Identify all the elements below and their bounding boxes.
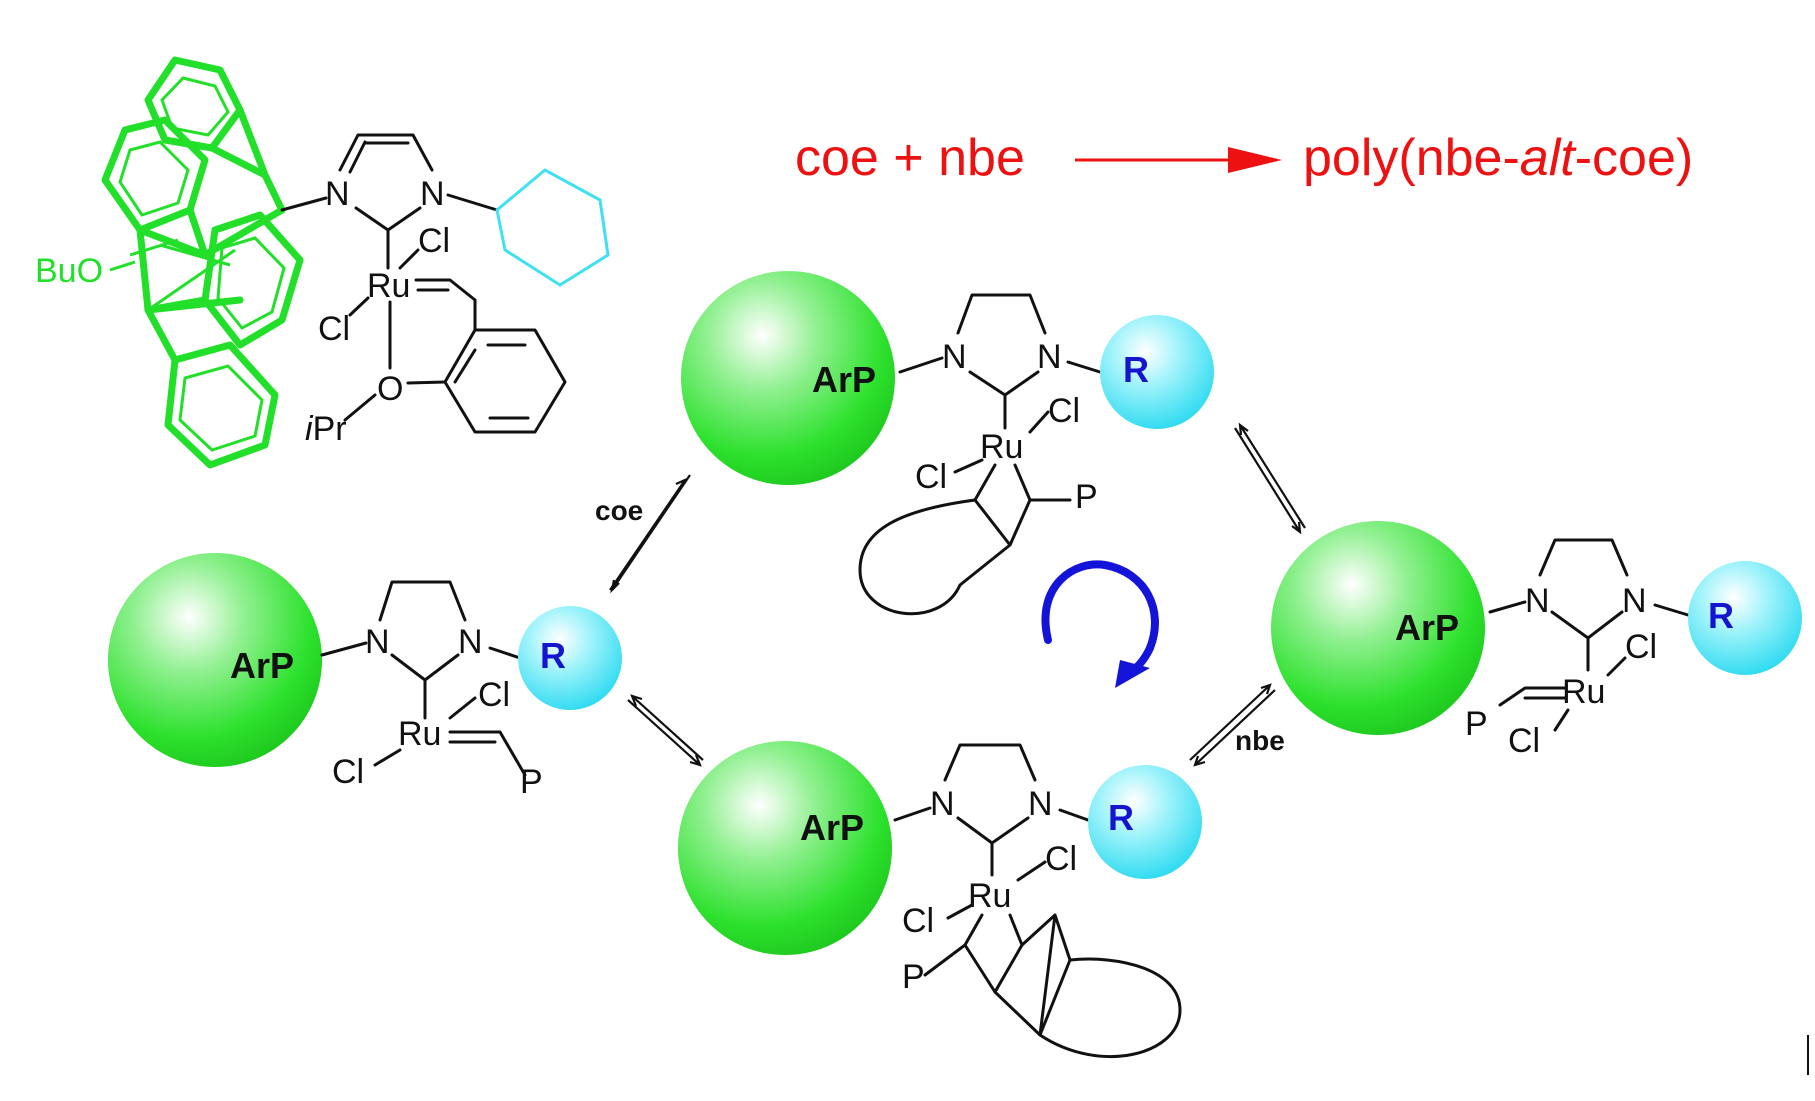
left-n1: N: [365, 623, 390, 661]
benzylidene-bonds: [406, 298, 530, 420]
right-p: P: [1465, 705, 1488, 743]
buo-label: BuO: [35, 252, 103, 290]
o-ipr-bond: [343, 393, 377, 422]
right-n2: N: [1622, 582, 1647, 620]
left-ru: Ru: [398, 715, 441, 753]
ipr-label: iPr: [305, 410, 347, 448]
condition-coe: coe: [595, 495, 643, 526]
top-ru: Ru: [980, 428, 1023, 466]
complex-left: ArP N N R Ru Cl Cl P: [108, 553, 622, 801]
imidazole-ring: [338, 133, 434, 232]
bottom-nbe-loop: [1038, 957, 1182, 1058]
reaction-arrow-head: [1228, 147, 1282, 173]
left-imidazolidine-ring: [378, 580, 467, 682]
catalyst-cl-left: Cl: [318, 310, 350, 348]
catalyst-ru: Ru: [367, 267, 410, 305]
bottom-n2: N: [1028, 785, 1053, 823]
n-cyclohexyl-bond: [446, 193, 499, 212]
right-ru-alkylidene: [1498, 686, 1567, 707]
arp-sphere-left: [108, 553, 322, 767]
left-cl-top: Cl: [478, 676, 510, 714]
right-cl-bottom: Cl: [1508, 722, 1540, 760]
complex-top: ArP N N R Ru Cl Cl P: [681, 271, 1214, 616]
top-p: P: [1075, 478, 1098, 516]
ru-alkylidene: [414, 278, 477, 302]
bottom-metallacycle: [923, 913, 1024, 994]
bottom-cl-bottom: Cl: [902, 902, 934, 940]
top-n1: N: [942, 338, 967, 376]
arp-label-bottom: ArP: [800, 807, 864, 848]
bottom-imidazolidine-ring: [943, 743, 1037, 845]
arp-sphere-top: [681, 271, 895, 485]
bottom-p: P: [902, 958, 925, 996]
catalyst-n1: N: [325, 175, 350, 213]
top-metallacycle: [973, 463, 1072, 547]
arp-label-right: ArP: [1395, 607, 1459, 648]
r-label-right: R: [1708, 595, 1734, 636]
complex-bottom: ArP N N R Ru Cl Cl P: [678, 741, 1202, 1058]
condition-nbe: nbe: [1235, 725, 1285, 756]
aryl-n-bond: [280, 196, 328, 212]
bottom-cl-top: Cl: [1045, 840, 1077, 878]
r-label-left: R: [540, 635, 566, 676]
top-n2: N: [1037, 338, 1062, 376]
equilibrium-arrow-top-right: [1234, 422, 1306, 535]
right-ru: Ru: [1562, 673, 1605, 711]
arp-label-left: ArP: [230, 645, 294, 686]
r-sphere-top: [1100, 315, 1214, 429]
r-sphere-bottom: [1088, 765, 1202, 879]
top-coe-loop: [858, 498, 1012, 616]
triptycene-ring-bottom: [164, 341, 279, 469]
r-sphere-right: [1688, 561, 1802, 675]
bottom-ru: Ru: [968, 877, 1011, 915]
catalyst-n2: N: [420, 175, 445, 213]
right-imidazolidine-ring: [1538, 538, 1629, 640]
left-ru-alkylidene: [448, 730, 527, 777]
reaction-product: poly(nbe-alt-coe): [1303, 129, 1693, 187]
catalyst-cl-top: Cl: [418, 222, 450, 260]
triptycene-ring-top: [144, 56, 244, 152]
r-sphere-left: [518, 606, 622, 710]
top-imidazolidine-ring: [956, 293, 1047, 397]
arp-sphere-bottom: [678, 741, 892, 955]
cycle-arrow: [1041, 560, 1159, 688]
left-cl-bottom: Cl: [332, 753, 364, 791]
arp-label-top: ArP: [812, 359, 876, 400]
arp-sphere-right: [1271, 521, 1485, 735]
reaction-equation: coe + nbe poly(nbe-alt-coe): [795, 129, 1693, 187]
bottom-n1: N: [930, 785, 955, 823]
left-n2: N: [458, 623, 483, 661]
reaction-reactants: coe + nbe: [795, 129, 1025, 187]
equilibrium-arrow-nbe: [1189, 683, 1276, 767]
cyclohexyl-ring: [495, 168, 610, 287]
r-label-top: R: [1123, 349, 1149, 390]
catalyst-structure: BuO N N Ru Cl Cl O iPr: [35, 56, 610, 469]
catalyst-o: O: [377, 370, 403, 408]
top-cl-bottom: Cl: [915, 458, 947, 496]
r-label-bottom: R: [1108, 797, 1134, 838]
complex-right: ArP N N R Ru Cl Cl P: [1271, 521, 1802, 760]
top-cl-top: Cl: [1048, 392, 1080, 430]
right-cl-top: Cl: [1625, 628, 1657, 666]
equilibrium-arrow-coe: [609, 474, 691, 594]
equilibrium-arrow-left-bottom: [627, 694, 704, 767]
left-p: P: [520, 763, 543, 801]
right-n1: N: [1525, 582, 1550, 620]
